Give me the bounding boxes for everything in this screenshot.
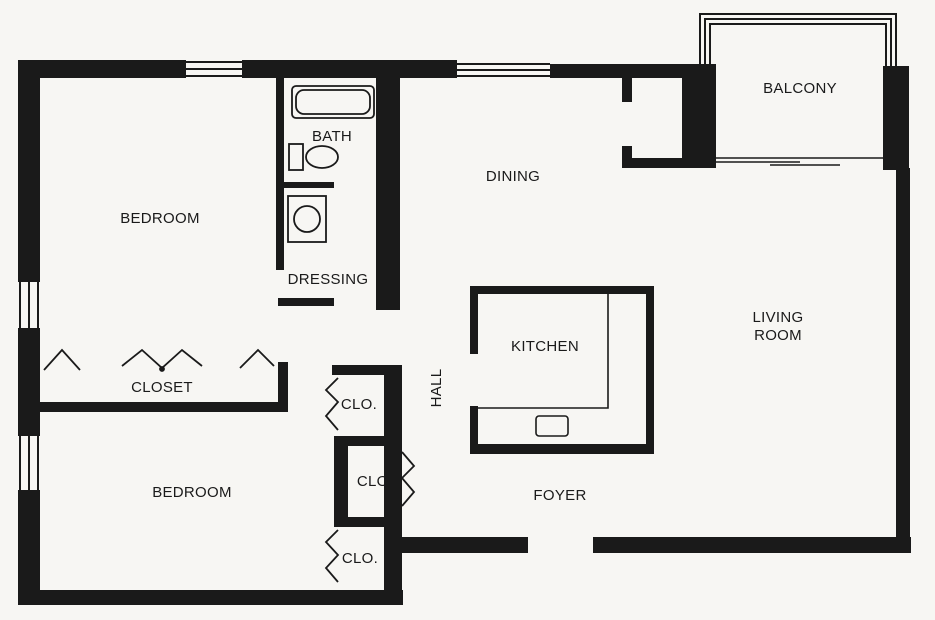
bath-fixtures <box>287 85 375 243</box>
clo-2-left-wall <box>334 436 348 526</box>
kitchen-sink <box>535 415 569 437</box>
closet-bottom-wall <box>40 402 288 412</box>
kitchen-bottom-wall <box>470 444 654 454</box>
bottom-wall-left <box>18 590 403 605</box>
label-kitchen: KITCHEN <box>511 338 579 355</box>
vanity <box>287 195 327 243</box>
label-bedroom-bottom: BEDROOM <box>152 484 232 501</box>
label-bedroom-top: BEDROOM <box>120 210 200 227</box>
right-wall <box>896 168 910 553</box>
label-dressing: DRESSING <box>288 271 369 288</box>
left-wall-bottom <box>18 490 40 605</box>
label-hall: HALL <box>428 369 445 408</box>
foyer-wall-left <box>400 537 528 553</box>
clo-divider-2 <box>334 517 388 527</box>
label-balcony: BALCONY <box>763 80 837 97</box>
bathtub <box>291 85 375 119</box>
label-foyer: FOYER <box>533 487 586 504</box>
pillar-side <box>682 74 702 168</box>
dressing-stub <box>278 298 334 306</box>
balcony-left-wall <box>698 64 716 168</box>
clo-divider-1 <box>334 436 388 446</box>
window-left-lower <box>19 436 39 490</box>
label-living: LIVING <box>753 309 804 326</box>
kitchen-counters <box>478 294 609 437</box>
pillar-base <box>622 158 702 168</box>
label-clo-2: CLO. <box>357 473 393 490</box>
closet-bifold-doors <box>43 348 275 372</box>
kitchen-left-upper <box>470 286 478 354</box>
window-left-upper <box>19 282 39 328</box>
bathtub-inner <box>295 89 371 115</box>
kitchen-top-wall <box>470 286 654 294</box>
balcony-railing <box>699 13 897 66</box>
label-dining: DINING <box>486 168 540 185</box>
pillar-bottom <box>622 146 632 168</box>
bath-dressing-divider <box>284 182 334 188</box>
closet-right-wall <box>278 362 288 410</box>
label-room: ROOM <box>754 327 802 344</box>
balcony-right-wall <box>883 66 909 170</box>
bottom-wall-right <box>593 537 911 553</box>
toilet-bowl <box>305 145 339 169</box>
interior-walls <box>40 74 702 605</box>
toilet-tank <box>288 143 304 171</box>
left-wall-top <box>18 60 40 282</box>
windows <box>19 61 550 490</box>
kitchen-right-wall <box>646 286 654 454</box>
hall-closet-doors <box>324 377 416 583</box>
label-clo-1: CLO. <box>341 396 377 413</box>
label-bath: BATH <box>312 128 352 145</box>
vanity-sink <box>293 205 321 233</box>
label-closet: CLOSET <box>131 379 193 396</box>
top-wall-left <box>18 60 186 78</box>
label-clo-3: CLO. <box>342 550 378 567</box>
window-top-dining <box>457 63 550 77</box>
kitchen-left-lower <box>470 406 478 454</box>
top-wall-right <box>550 64 715 78</box>
top-wall-middle <box>242 60 457 78</box>
hall-clo-right-wall <box>384 365 402 517</box>
left-wall-middle <box>18 328 40 436</box>
bath-left-wall <box>276 78 284 270</box>
window-top-bedroom <box>186 61 242 77</box>
hall-clo-top-wall <box>332 365 402 375</box>
bath-right-wall <box>376 78 400 310</box>
exterior-walls <box>18 60 911 605</box>
hall-clo-lower-wall <box>384 512 402 605</box>
pillar-top <box>622 74 632 102</box>
balcony-sliding-door <box>716 157 884 166</box>
room-labels: BALCONY BATH DINING BEDROOM DRESSING KIT… <box>120 80 837 567</box>
